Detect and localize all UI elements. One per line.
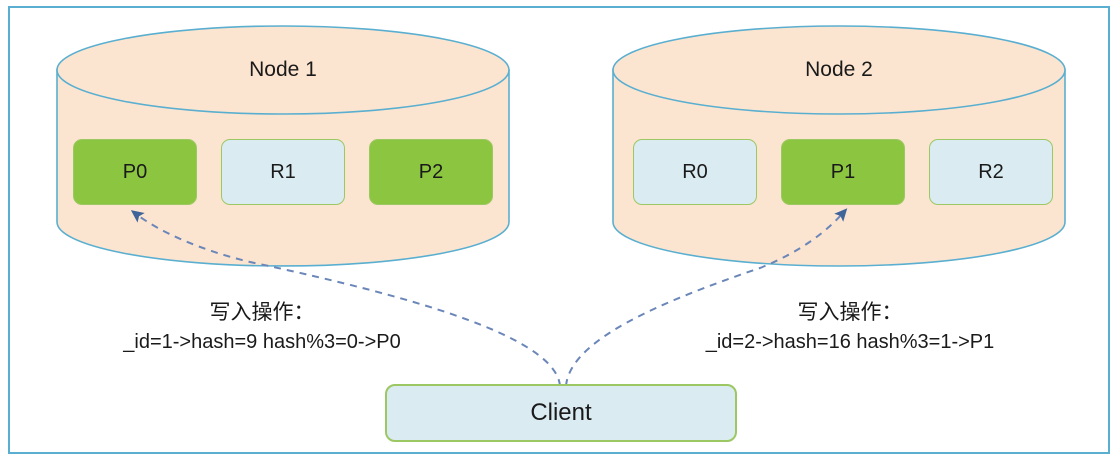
arrow-client-to-p1	[565, 208, 848, 387]
node1-title: Node 1	[249, 58, 317, 81]
shard-r1[interactable]: R1	[221, 139, 345, 205]
write-operation-detail-left: _id=1->hash=9 hash%3=0->P0	[123, 331, 401, 353]
write-operation-label-right: 写入操作： _id=2->hash=16 hash%3=1->P1	[645, 297, 1055, 357]
shard-p1[interactable]: P1	[781, 139, 905, 205]
write-operation-detail-right: _id=2->hash=16 hash%3=1->P1	[705, 331, 995, 353]
write-operation-label-left: 写入操作： _id=1->hash=9 hash%3=0->P0	[62, 297, 462, 357]
shard-p2[interactable]: P2	[369, 139, 493, 205]
shard-r2[interactable]: R2	[929, 139, 1053, 205]
arrow-client-to-p0	[130, 210, 561, 387]
shard-p0[interactable]: P0	[73, 139, 197, 205]
shard-r0[interactable]: R0	[633, 139, 757, 205]
write-operation-title-right: 写入操作：	[797, 300, 903, 324]
client-box[interactable]: Client	[385, 384, 737, 442]
write-operation-title-left: 写入操作：	[209, 300, 315, 324]
node2-title: Node 2	[805, 58, 873, 81]
